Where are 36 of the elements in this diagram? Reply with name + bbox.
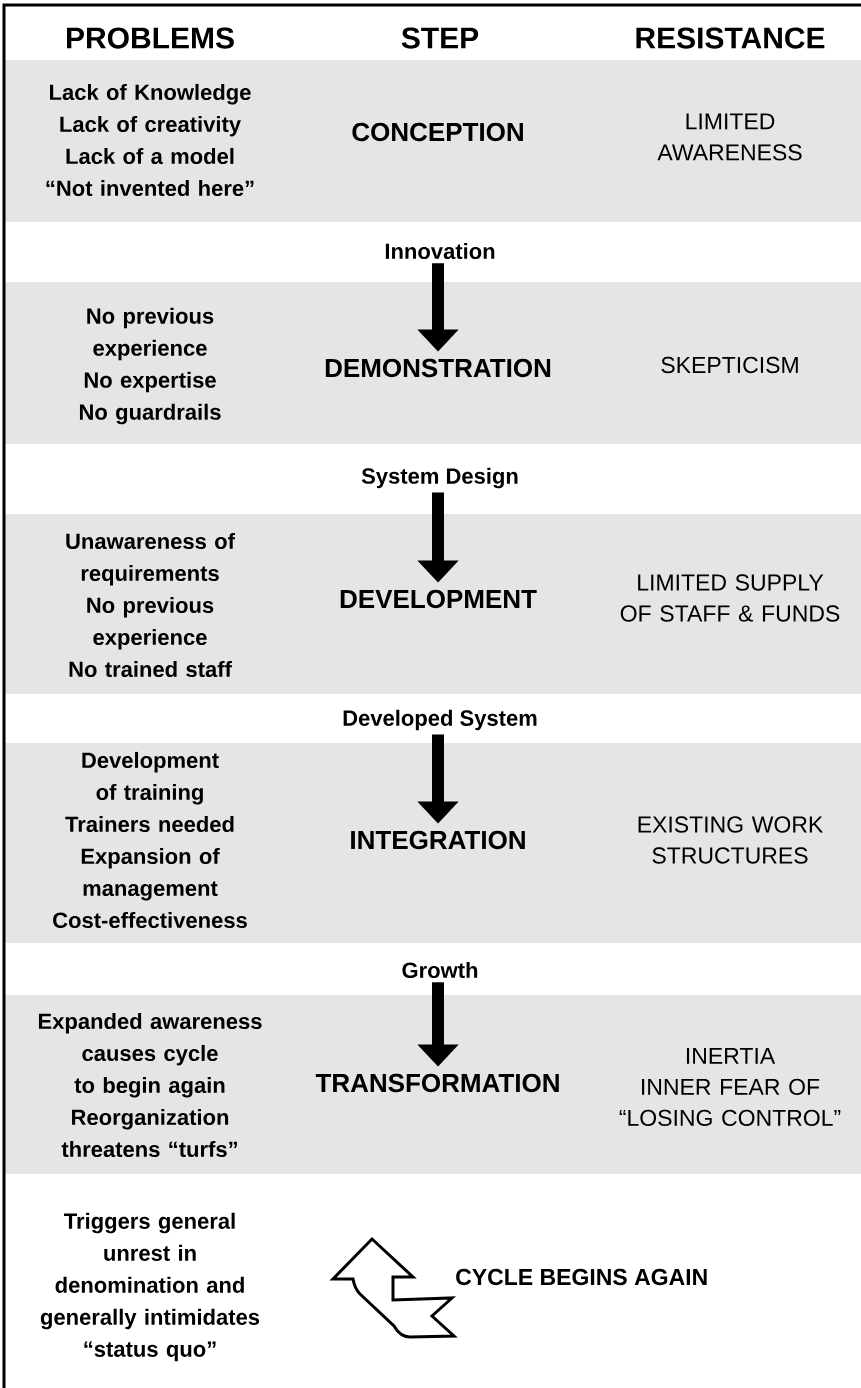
flow-label: Developed System xyxy=(343,709,537,731)
problem-text: Lack of Knowledge xyxy=(50,83,251,105)
step-label: TRANSFORMATION xyxy=(315,1073,559,1093)
flow-label: Innovation xyxy=(385,242,495,260)
problem-text: No trained staff xyxy=(69,660,232,678)
resistance-text: LIMITED AWARENESS xyxy=(657,113,802,161)
problem-text: Cost-effectiveness xyxy=(53,911,247,929)
resistance-text: LIMITED SUPPLY OF STAFF & FUNDS xyxy=(620,574,840,622)
problem-text: Triggers general unrest in denomination and generally intimidates “status quo” xyxy=(40,1212,260,1362)
step-label: DEVELOPMENT xyxy=(340,589,537,609)
problem-text: No expertise xyxy=(84,371,216,393)
resistance-text: INNER FEAR OF “LOSING CONTROL” xyxy=(619,1078,841,1126)
column-header: STEP xyxy=(401,27,479,49)
flow-label: System Design xyxy=(361,467,518,489)
problem-text: Reorganization threatens “turfs” xyxy=(61,1108,237,1158)
problem-text: Lack of creativity xyxy=(60,115,241,137)
resistance-text: SKEPTICISM xyxy=(661,356,798,374)
column-header: PROBLEMS xyxy=(67,27,234,49)
resistance-text: EXISTING WORK STRUCTURES xyxy=(638,816,824,864)
problem-text: No guardrails xyxy=(79,403,221,425)
flow-label: Growth xyxy=(402,961,478,979)
step-label: CONCEPTION xyxy=(352,122,523,142)
cycle-text: CYCLE BEGINS AGAIN xyxy=(456,1268,707,1286)
step-label: INTEGRATION xyxy=(351,830,525,850)
problem-text: Unawareness of requirements xyxy=(66,532,235,586)
problem-text: Expanded awareness causes cycle to begin again xyxy=(39,1012,262,1098)
step-label: DEMONSTRATION xyxy=(325,358,551,378)
problem-text: No previous experience xyxy=(87,596,214,650)
problem-text: Development of training xyxy=(82,751,219,805)
problem-text: Trainers needed xyxy=(65,815,234,833)
resistance-text: INERTIA xyxy=(686,1048,776,1064)
problem-text: Lack of a model xyxy=(66,147,234,165)
problem-text: No previous experience xyxy=(87,307,214,361)
column-header: RESISTANCE xyxy=(636,27,825,49)
problem-text: “Not invented here” xyxy=(46,179,254,197)
problem-text: Expansion of management xyxy=(81,847,220,901)
